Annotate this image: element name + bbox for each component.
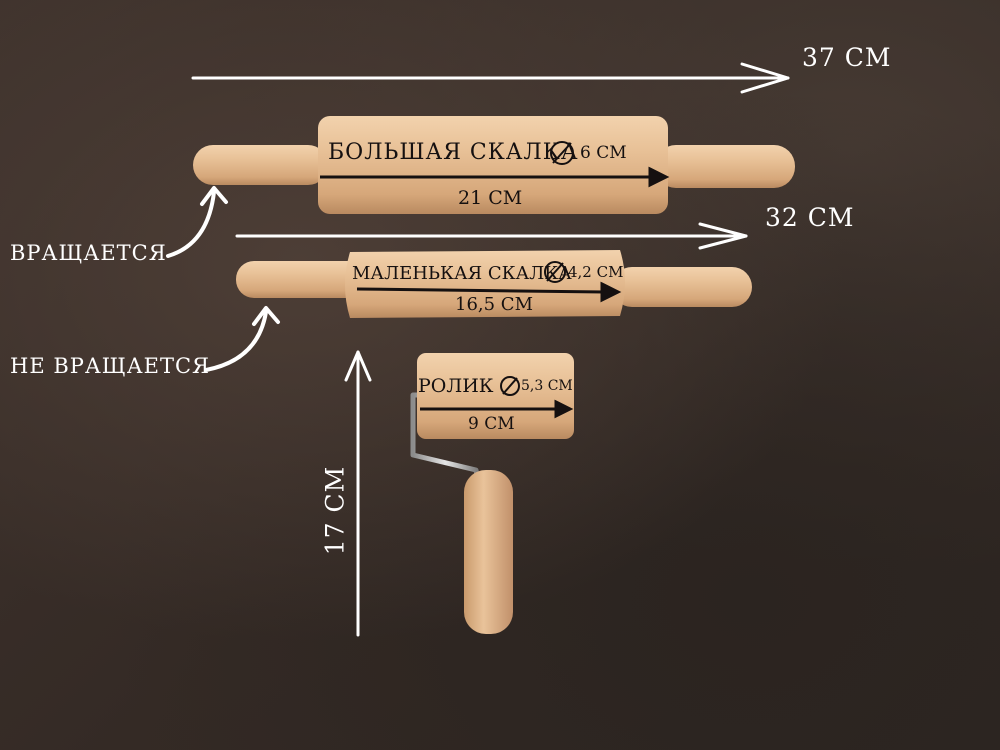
pastry-roller [410, 353, 574, 634]
small-pin-left-handle [236, 261, 366, 298]
roller-handle [464, 470, 513, 634]
small-pin-name: МАЛЕНЬКАЯ СКАЛКА [352, 263, 572, 284]
roller-length: 9 СМ [468, 414, 515, 434]
small-pin-right-handle [612, 267, 752, 307]
diameter-icon [500, 376, 520, 396]
length-32-label: 32 СМ [765, 203, 855, 232]
length-17-label: 17 СМ [320, 465, 350, 556]
big-pin-barrel [318, 116, 668, 214]
small-pin-barrel [345, 250, 625, 318]
diameter-icon [550, 141, 574, 165]
arrow-37cm [191, 62, 790, 94]
arrow-17cm [344, 350, 372, 637]
big-rolling-pin [193, 116, 795, 214]
rotates-label: ВРАЩАЕТСЯ [10, 241, 167, 265]
roller-cylinder [417, 353, 574, 439]
length-37-label: 37 СМ [802, 43, 892, 72]
roller-name: РОЛИК [418, 375, 494, 397]
big-pin-name: БОЛЬШАЯ СКАЛКА [328, 140, 579, 165]
curved-arrow-rotates [166, 186, 228, 258]
arrow-32cm [235, 222, 748, 250]
big-pin-length: 21 СМ [458, 187, 523, 209]
small-pin-diameter: 4,2 СМ [568, 263, 624, 281]
diameter-icon [544, 261, 566, 283]
big-pin-diameter: 6 СМ [580, 143, 627, 163]
not-rotates-label: НЕ ВРАЩАЕТСЯ [10, 354, 211, 378]
curved-arrow-not-rotates [204, 306, 280, 372]
big-pin-left-handle [193, 145, 328, 185]
big-pin-right-handle [655, 145, 795, 188]
roller-diameter: 5,3 СМ [521, 378, 573, 394]
small-pin-length: 16,5 СМ [455, 294, 534, 315]
small-rolling-pin [236, 250, 752, 318]
